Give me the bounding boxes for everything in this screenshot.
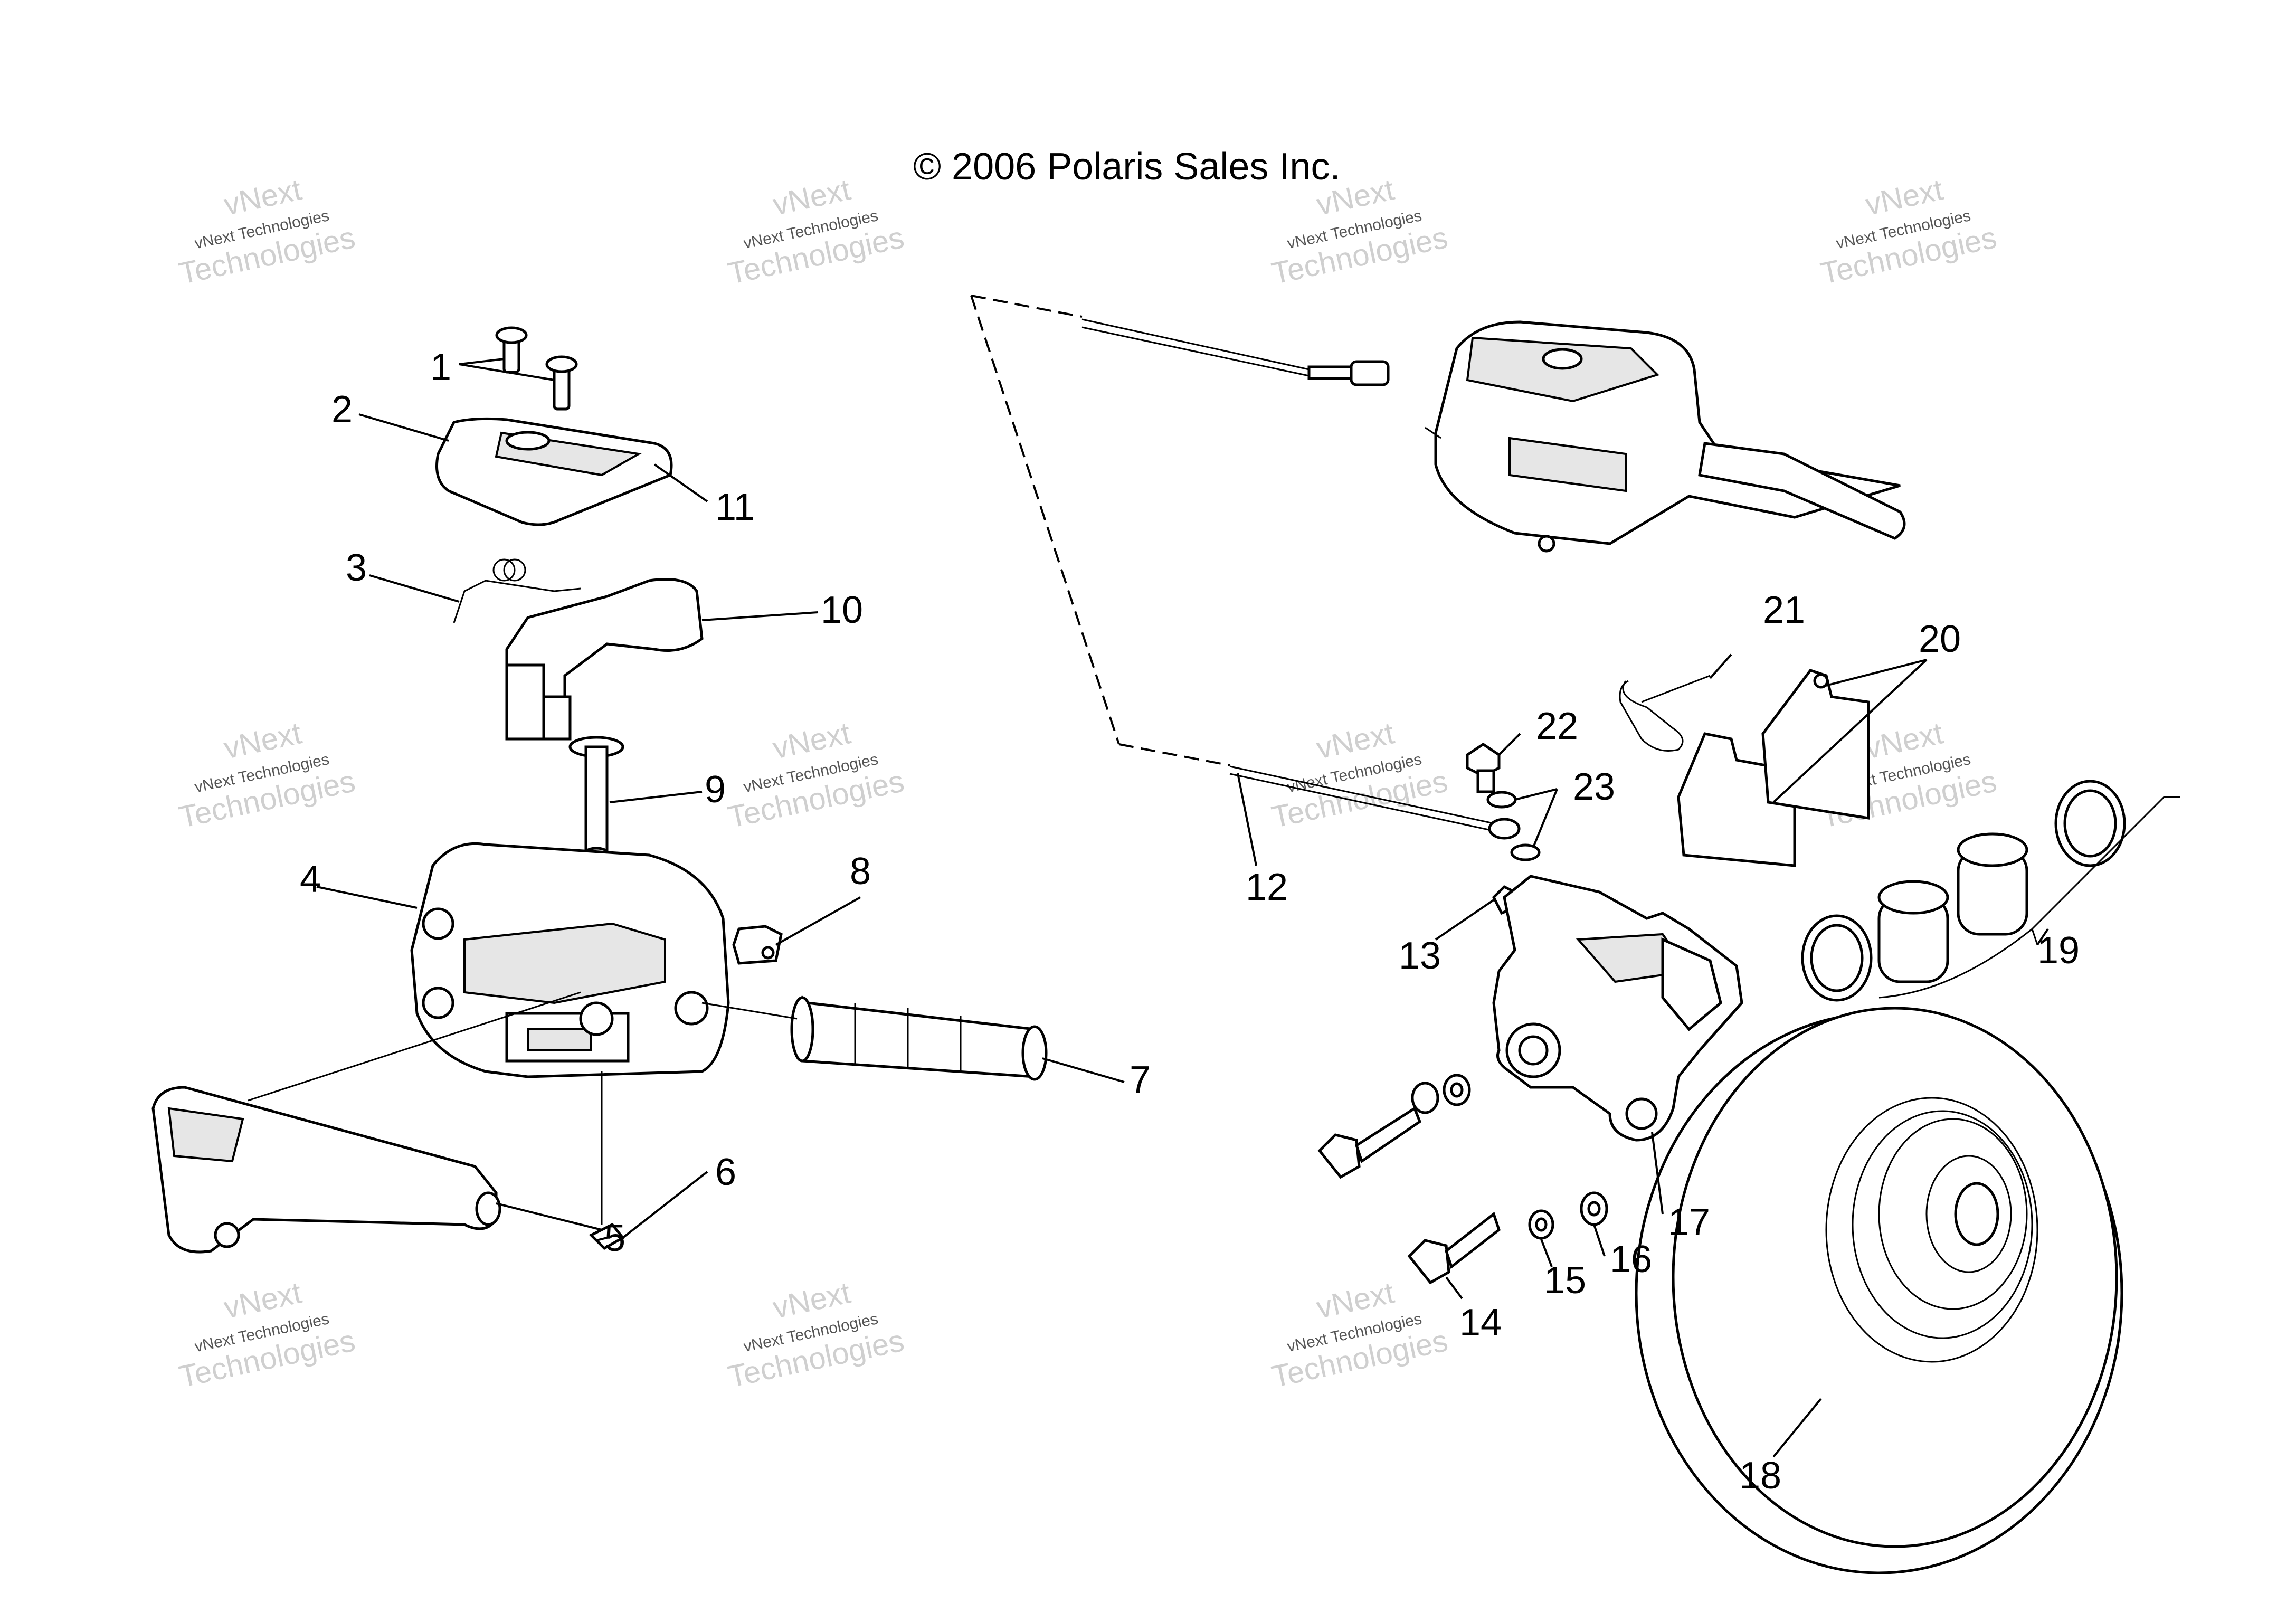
part-washers-upper [1411, 1074, 1471, 1114]
part-assembled-master-cylinder [1425, 320, 1906, 553]
callout-8: 8 [850, 850, 871, 893]
callout-13: 13 [1399, 935, 1441, 977]
part-washer-lower-2 [1580, 1191, 1608, 1226]
leader-lines [316, 358, 2049, 1458]
watermark: vNext vNext Technologies Technologies [725, 172, 907, 291]
watermark: vNext vNext Technologies Technologies [176, 1275, 358, 1394]
part-brake-line [970, 295, 1521, 840]
callout-23: 23 [1573, 766, 1615, 808]
callout-21: 21 [1763, 589, 1805, 631]
watermark: vNext vNext Technologies Technologies [725, 716, 907, 834]
callout-2: 2 [331, 388, 353, 431]
part-caliper-body [1492, 875, 1743, 1142]
callout-labels: 1 2 3 4 5 6 7 8 9 10 11 12 13 14 15 16 1… [300, 346, 2080, 1497]
watermark: vNext vNext Technologies Technologies [176, 716, 358, 834]
callout-1: 1 [430, 346, 451, 388]
callout-3: 3 [346, 547, 367, 589]
part-mounting-bolt-lower [1407, 1211, 1501, 1285]
part-washer-lower [1528, 1209, 1554, 1240]
callout-17: 17 [1668, 1201, 1710, 1244]
part-switch [732, 925, 783, 965]
part-lever-arm [505, 578, 704, 741]
part-mounting-bolt-upper [1317, 1106, 1422, 1179]
callout-11: 11 [715, 486, 755, 528]
callout-10: 10 [821, 589, 863, 631]
part-grip-tube [790, 995, 1048, 1081]
part-brake-disc [1635, 1007, 2123, 1574]
part-spring [453, 558, 581, 623]
callout-20: 20 [1919, 618, 1961, 660]
copyright-text: © 2006 Polaris Sales Inc. [913, 146, 1340, 188]
callout-12: 12 [1246, 866, 1288, 908]
callout-15: 15 [1544, 1259, 1586, 1302]
callout-4: 4 [300, 858, 321, 900]
part-master-cylinder-body [410, 842, 730, 1078]
callout-5: 5 [604, 1217, 625, 1259]
assembly-axis-line [248, 991, 581, 1102]
part-pistons-seals [1801, 780, 2180, 1002]
watermark: vNext vNext Technologies Technologies [176, 172, 358, 291]
part-banjo-bolt [1466, 742, 1501, 793]
part-pivot-pin [568, 736, 624, 858]
callout-9: 9 [705, 769, 726, 811]
callout-7: 7 [1130, 1059, 1151, 1101]
callout-18: 18 [1739, 1455, 1781, 1497]
callout-19: 19 [2037, 929, 2080, 972]
assembly-axis-line [701, 1002, 798, 1020]
watermark: vNext vNext Technologies Technologies [725, 1275, 907, 1394]
callout-16: 16 [1610, 1238, 1652, 1280]
part-screws [495, 326, 578, 411]
callout-22: 22 [1536, 705, 1578, 747]
callout-14: 14 [1459, 1302, 1502, 1344]
watermark: vNext vNext Technologies Technologies [1818, 172, 2000, 291]
part-pad-clip [1619, 675, 1711, 752]
callout-6: 6 [715, 1151, 736, 1193]
part-crush-washers [1486, 791, 1541, 861]
part-brake-lever [151, 1086, 501, 1254]
part-reservoir-cover [435, 417, 673, 526]
part-brake-pads [1677, 669, 1870, 867]
watermark: vNext vNext Technologies Technologies [1269, 1275, 1451, 1394]
